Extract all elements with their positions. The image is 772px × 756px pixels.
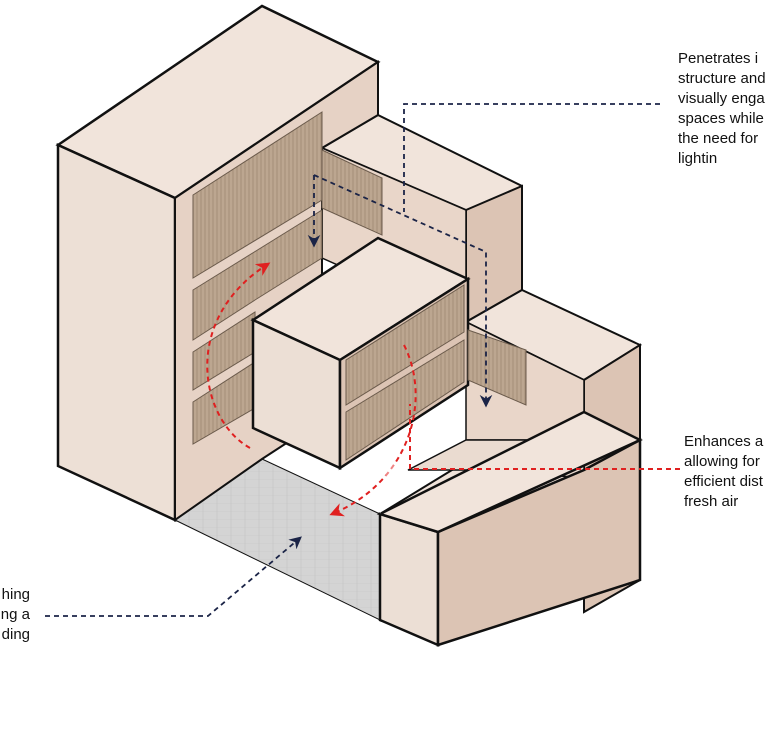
light-ray — [380, 455, 404, 514]
light-arrow-3 — [313, 174, 493, 408]
annotation-ground-text: hing ng a ding — [0, 586, 30, 643]
front-right-block — [376, 410, 643, 647]
ground-arrow — [45, 536, 302, 617]
air-arrow-center — [329, 344, 417, 517]
light-path-arrows — [45, 103, 660, 617]
light-arrow-1 — [403, 103, 660, 212]
annotation-air: Enhances a allowing for efficient dist f… — [684, 433, 764, 510]
screen-panel-right — [467, 329, 527, 406]
air-arrow-left — [206, 262, 271, 449]
air-leader — [409, 404, 680, 470]
annotation-light: Penetrates i structure and visually enga… — [678, 50, 766, 167]
annotation-ground: hing ng a ding — [0, 585, 30, 647]
air-flow-arrows — [206, 262, 680, 517]
